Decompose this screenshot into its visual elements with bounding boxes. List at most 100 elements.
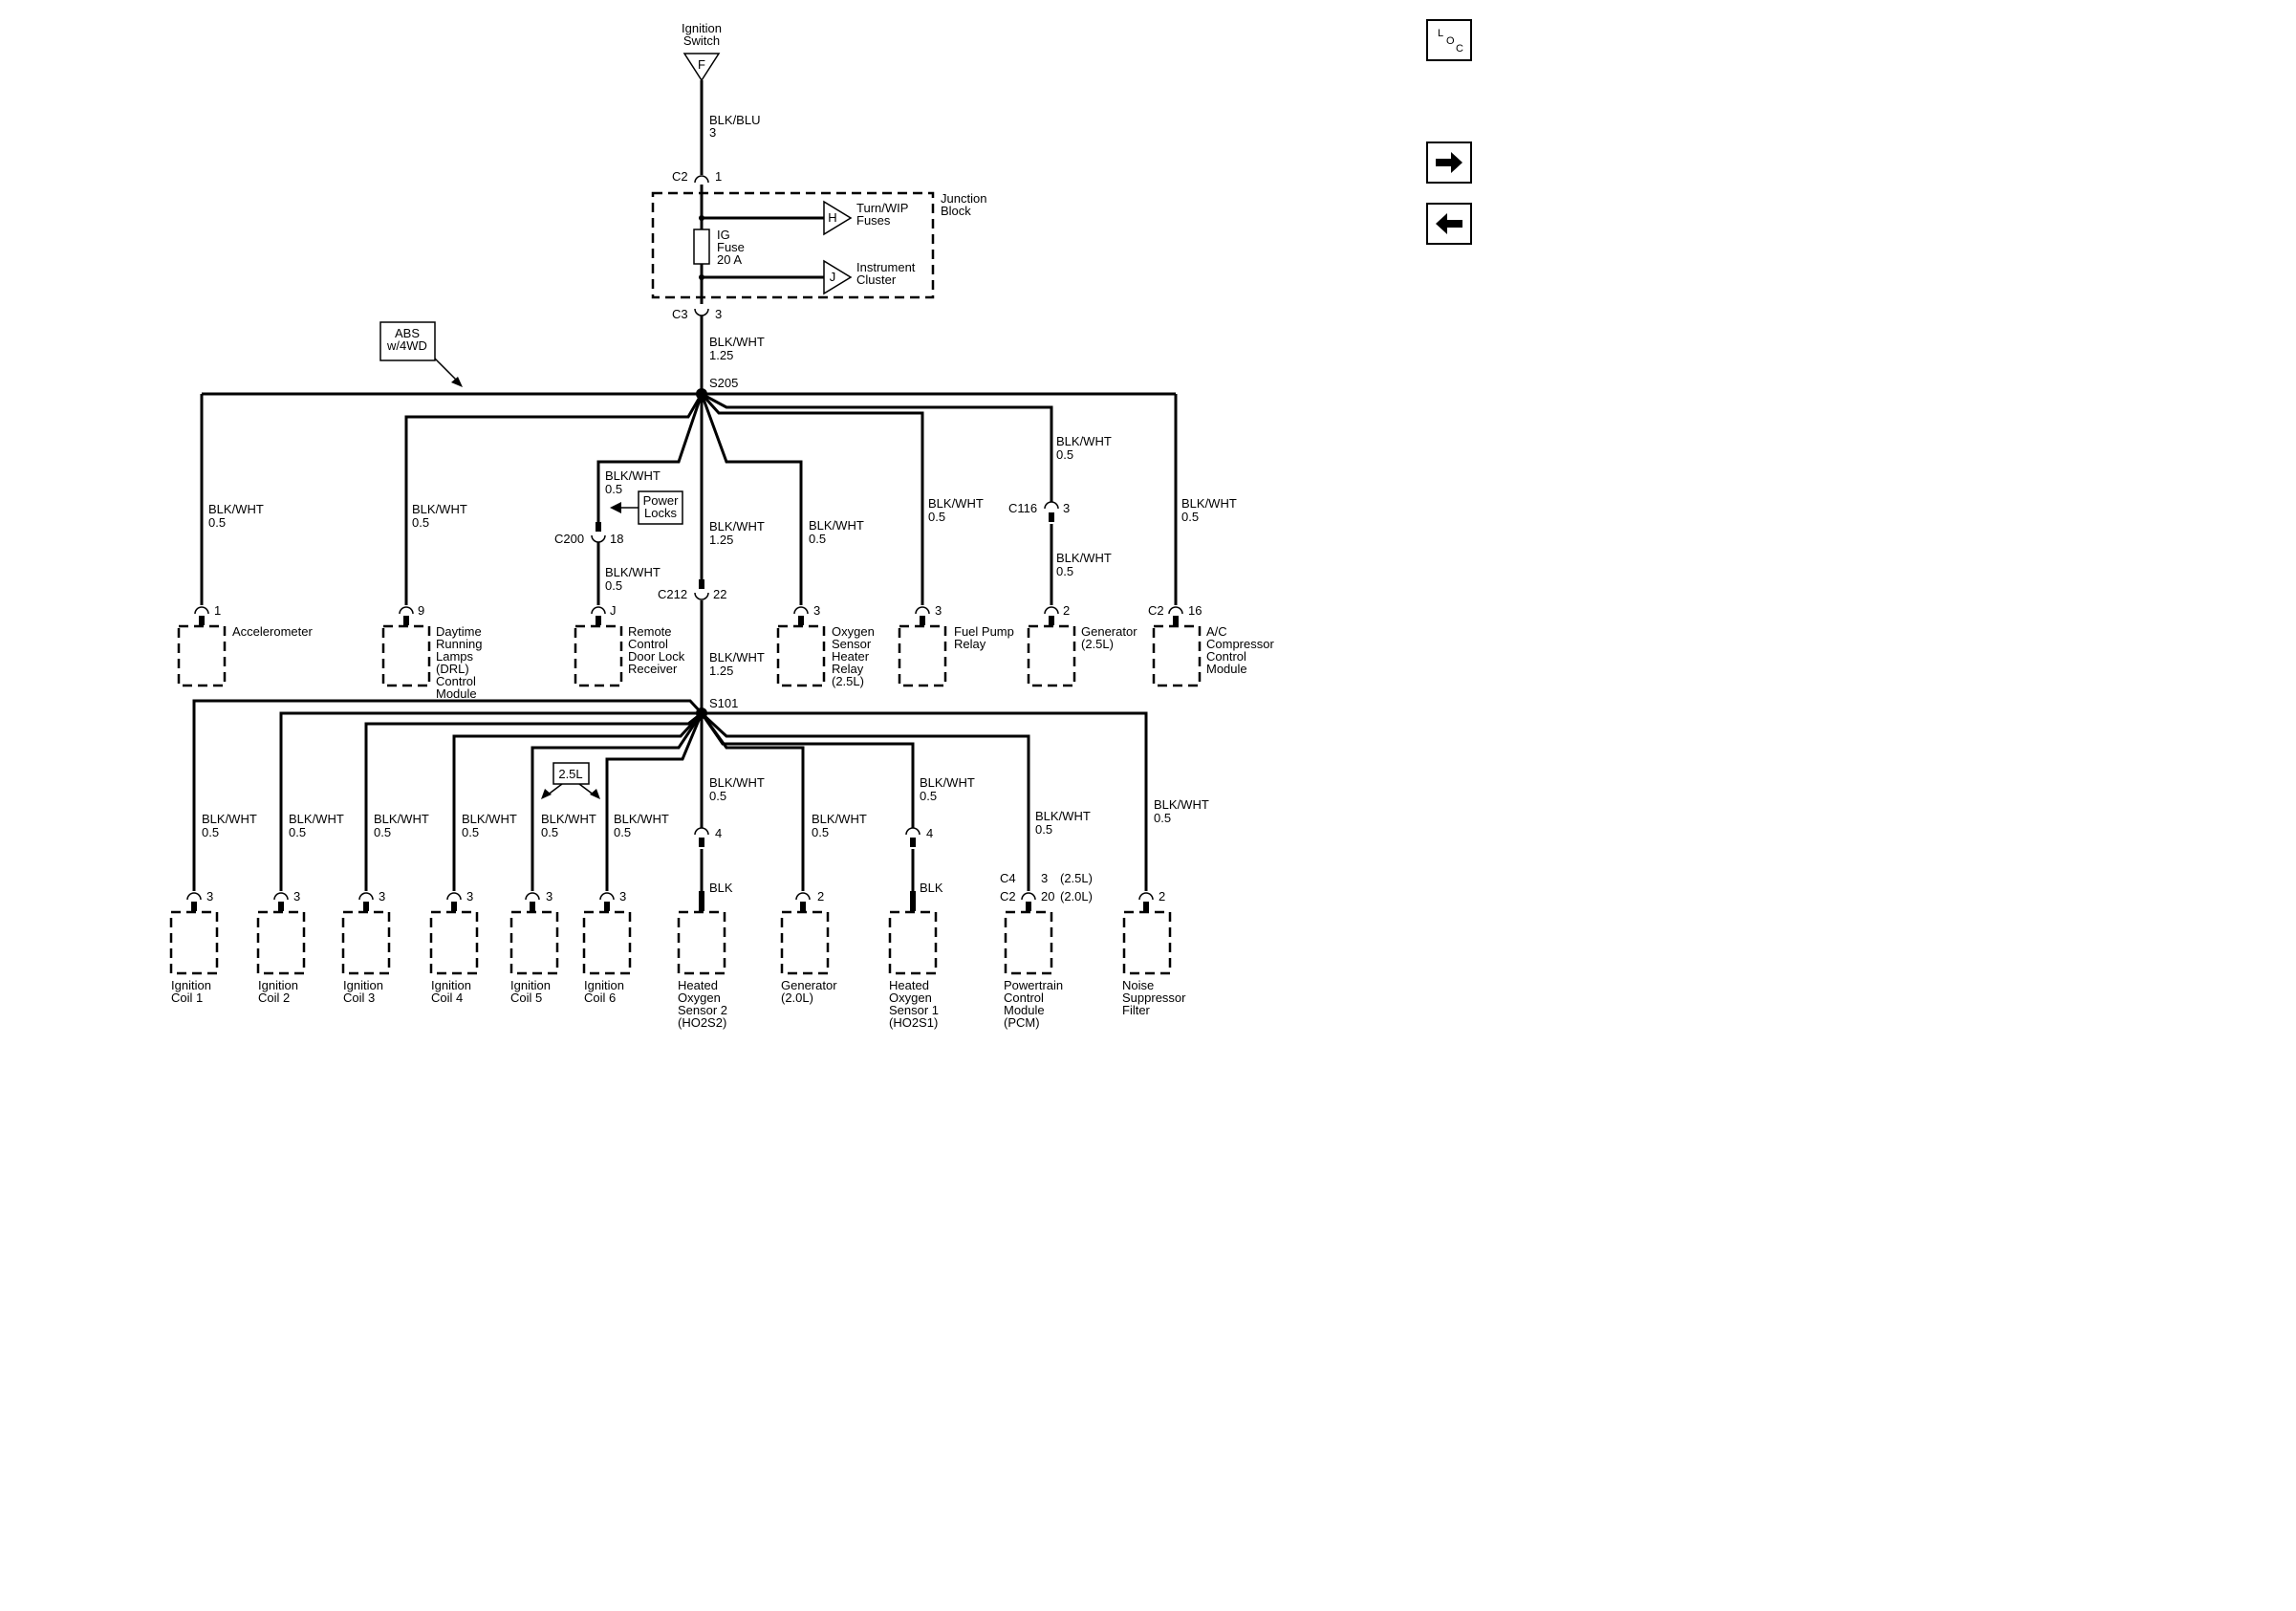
component-outline (780, 910, 830, 975)
component-pin-contact (1173, 616, 1179, 625)
component-outline (1152, 624, 1202, 687)
abs-4wd-arrowhead (451, 377, 463, 387)
label-line: Power (643, 493, 680, 508)
label-line: (2.0L) (781, 991, 813, 1005)
label-line: Control (1206, 649, 1246, 664)
label-line: Coil 6 (584, 991, 616, 1005)
wire-drl-module (404, 393, 704, 605)
label-line: A/C (1206, 624, 1227, 639)
connector-ac-name: C2 (1148, 603, 1164, 618)
component-pin-contact (1143, 902, 1149, 911)
component-pin-symbol (525, 892, 540, 901)
wire-ignition-coil-5 (531, 712, 704, 891)
component-pin-contact (798, 616, 804, 625)
wire-label-size: 0.5 (1181, 510, 1199, 524)
connector-c116-female (1044, 501, 1059, 510)
wire-label-color: BLK/WHT (1056, 434, 1112, 448)
component-pin-contact (403, 616, 409, 625)
component-pin: 3 (293, 889, 300, 903)
label-line: Switch (683, 33, 720, 48)
label-line: Oxygen (889, 991, 932, 1005)
label-line: (2.5L) (832, 674, 864, 688)
component-pin: 3 (935, 603, 942, 618)
next-page-button[interactable] (1426, 142, 1472, 184)
component-pin: 3 (546, 889, 552, 903)
label-line: Ignition (584, 978, 624, 992)
connector-ho2s2-male (699, 838, 704, 847)
component-outline (509, 910, 559, 975)
component-pin: 2 (1159, 889, 1165, 903)
connector-ho2s1-pin: 4 (926, 826, 933, 840)
component-outline (1027, 624, 1076, 687)
connector-c212-female (694, 592, 709, 600)
connector-ho2s2-pin: 4 (715, 826, 722, 840)
component-pin-contact (191, 902, 197, 911)
label-line: Ignition (510, 978, 551, 992)
connector-pcm-c4-pin: 3 (1041, 871, 1048, 885)
label-line: (HO2S2) (678, 1015, 726, 1030)
label-line: Ignition (171, 978, 211, 992)
component-pin-symbol (1044, 606, 1059, 615)
component-pin-symbol (1138, 892, 1154, 901)
connector-c116-name: C116 (1008, 501, 1037, 515)
wire-label-color: BLK/WHT (709, 650, 765, 664)
label-line: Generator (1081, 624, 1137, 639)
component-outline (677, 910, 726, 975)
component-outline (381, 624, 431, 687)
wire-label-color: BLK/WHT (1181, 496, 1237, 511)
label-line: Remote (628, 624, 672, 639)
wire-door-lock-upper (596, 393, 704, 522)
wire-label-color: BLK/WHT (541, 812, 596, 826)
wire-ignition-coil-1 (192, 699, 704, 891)
label-line: Filter (1122, 1003, 1151, 1017)
loc-button[interactable]: L O C (1426, 19, 1472, 61)
arrow-right-icon (1436, 152, 1462, 173)
connector-pcm-c2-engine: (2.0L) (1060, 889, 1093, 903)
power-locks-arrowhead (610, 502, 621, 513)
component-outline (256, 910, 306, 975)
component-pin-contact (199, 616, 205, 625)
label-line: Locks (644, 506, 677, 520)
prev-page-button[interactable] (1426, 203, 1472, 245)
connector-c116-male (1049, 512, 1054, 522)
component-label: Accelerometer (232, 624, 313, 639)
label-line: Instrument (856, 260, 916, 274)
component-pin: 3 (619, 889, 626, 903)
label-line: Daytime (436, 624, 482, 639)
label-line: Oxygen (832, 624, 875, 639)
wire-label-color: BLK/WHT (812, 812, 867, 826)
wire-label-size: 1.25 (709, 664, 733, 678)
wire-label-size: 0.5 (289, 825, 306, 839)
component-pin: 3 (379, 889, 385, 903)
connector-pcm-c2-pin: 20 (1041, 889, 1054, 903)
component-pin-symbol (194, 606, 209, 615)
label-line: Coil 3 (343, 991, 375, 1005)
label-line: Coil 5 (510, 991, 542, 1005)
component-pin: J (610, 603, 617, 618)
connector-c200-female (591, 534, 606, 543)
component-pin-contact (596, 616, 601, 625)
label-line: Relay (832, 662, 864, 676)
component-outline (169, 910, 219, 975)
component-pin-symbol (591, 606, 606, 615)
component-generator-25l: 2 Generator(2.5L) (1027, 603, 1137, 687)
wire-noise-filter (702, 711, 1148, 891)
wire-trunk-upper-size: 1.25 (709, 348, 733, 362)
label-line: Fuses (856, 213, 891, 228)
component-pin-symbol (186, 892, 202, 901)
